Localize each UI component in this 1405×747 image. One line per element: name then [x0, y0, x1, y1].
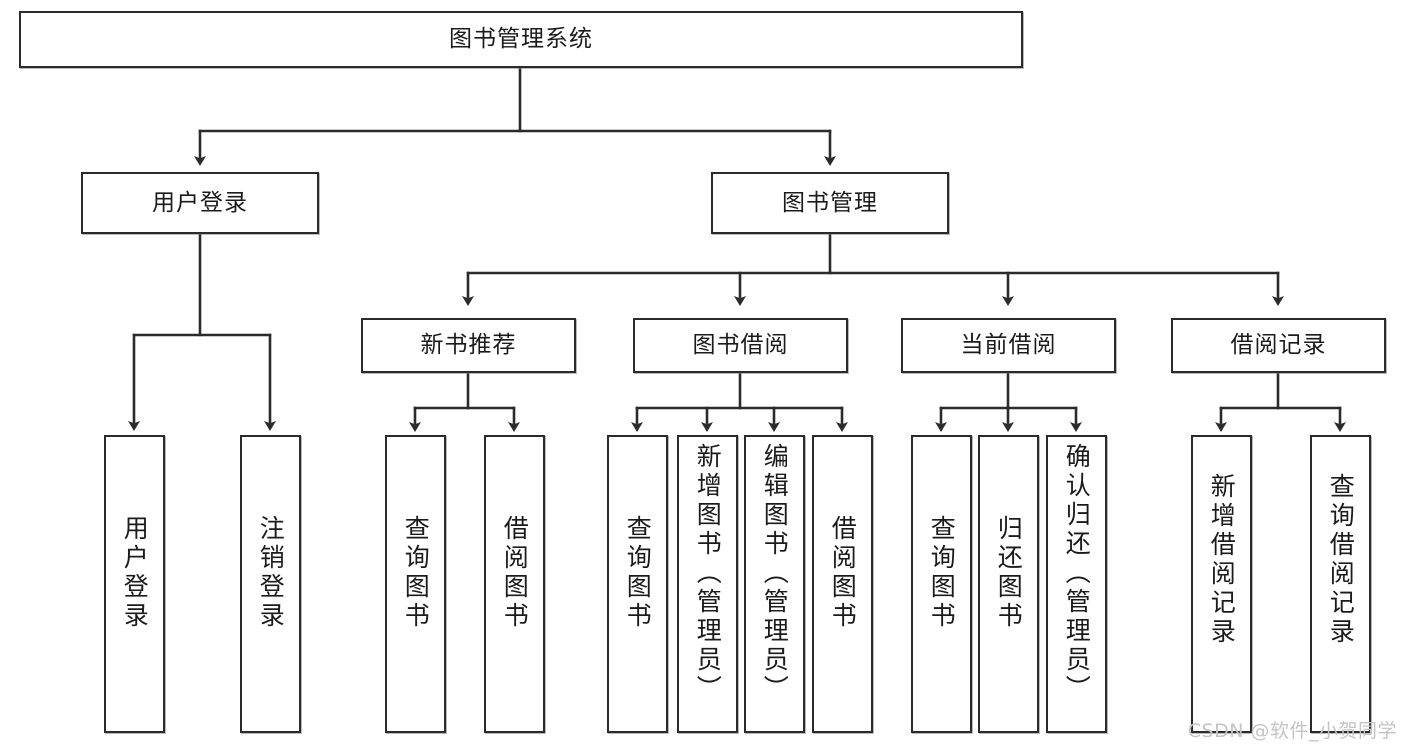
node-new-book-recommend-label: 新书推荐 [420, 332, 517, 359]
node-borrow-record[interactable]: 借阅记录 [1171, 318, 1386, 373]
leaf-borrow-book-2[interactable]: 借阅图书 [812, 435, 873, 733]
leaf-add-book[interactable]: 新增图书（管理员） [677, 435, 738, 733]
node-root[interactable]: 图书管理系统 [19, 11, 1023, 68]
leaf-query-record[interactable]: 查询借阅记录 [1310, 435, 1371, 733]
leaf-logout-label: 注销登录 [256, 515, 286, 631]
leaf-borrow-book-1[interactable]: 借阅图书 [484, 435, 545, 733]
leaf-query-book-1[interactable]: 查询图书 [385, 435, 446, 733]
leaf-query-record-label: 查询借阅记录 [1326, 473, 1356, 647]
leaf-confirm-return-label: 确认归还（管理员） [1062, 443, 1092, 704]
node-book-manage[interactable]: 图书管理 [711, 172, 949, 234]
node-book-borrow[interactable]: 图书借阅 [633, 318, 848, 373]
leaf-user-login[interactable]: 用户登录 [104, 435, 165, 733]
leaf-query-book-2[interactable]: 查询图书 [607, 435, 668, 733]
node-new-book-recommend[interactable]: 新书推荐 [361, 318, 576, 373]
leaf-add-record[interactable]: 新增借阅记录 [1191, 435, 1252, 733]
leaf-return-book[interactable]: 归还图书 [978, 435, 1039, 733]
node-current-borrow[interactable]: 当前借阅 [901, 318, 1116, 373]
leaf-logout[interactable]: 注销登录 [240, 435, 301, 733]
leaf-user-login-label: 用户登录 [120, 515, 150, 631]
leaf-add-record-label: 新增借阅记录 [1207, 473, 1237, 647]
leaf-query-book-2-label: 查询图书 [623, 515, 653, 631]
leaf-edit-book-label: 编辑图书（管理员） [760, 443, 790, 704]
leaf-add-book-label: 新增图书（管理员） [693, 443, 723, 704]
node-root-label: 图书管理系统 [449, 26, 593, 53]
node-book-manage-label: 图书管理 [782, 189, 878, 216]
leaf-confirm-return[interactable]: 确认归还（管理员） [1046, 435, 1107, 733]
leaf-borrow-book-2-label: 借阅图书 [828, 515, 858, 631]
leaf-edit-book[interactable]: 编辑图书（管理员） [744, 435, 805, 733]
leaf-borrow-book-1-label: 借阅图书 [500, 515, 530, 631]
leaf-query-book-3-label: 查询图书 [927, 515, 957, 631]
node-current-borrow-label: 当前借阅 [960, 332, 1057, 359]
leaf-query-book-3[interactable]: 查询图书 [911, 435, 972, 733]
node-user-login-label: 用户登录 [152, 189, 248, 216]
node-borrow-record-label: 借阅记录 [1230, 332, 1327, 359]
node-user-login[interactable]: 用户登录 [81, 172, 319, 234]
csdn-watermark: CSDN @软件_小贺同学 [1187, 720, 1397, 742]
leaf-return-book-label: 归还图书 [994, 515, 1024, 631]
leaf-query-book-1-label: 查询图书 [401, 515, 431, 631]
node-book-borrow-label: 图书借阅 [692, 332, 789, 359]
